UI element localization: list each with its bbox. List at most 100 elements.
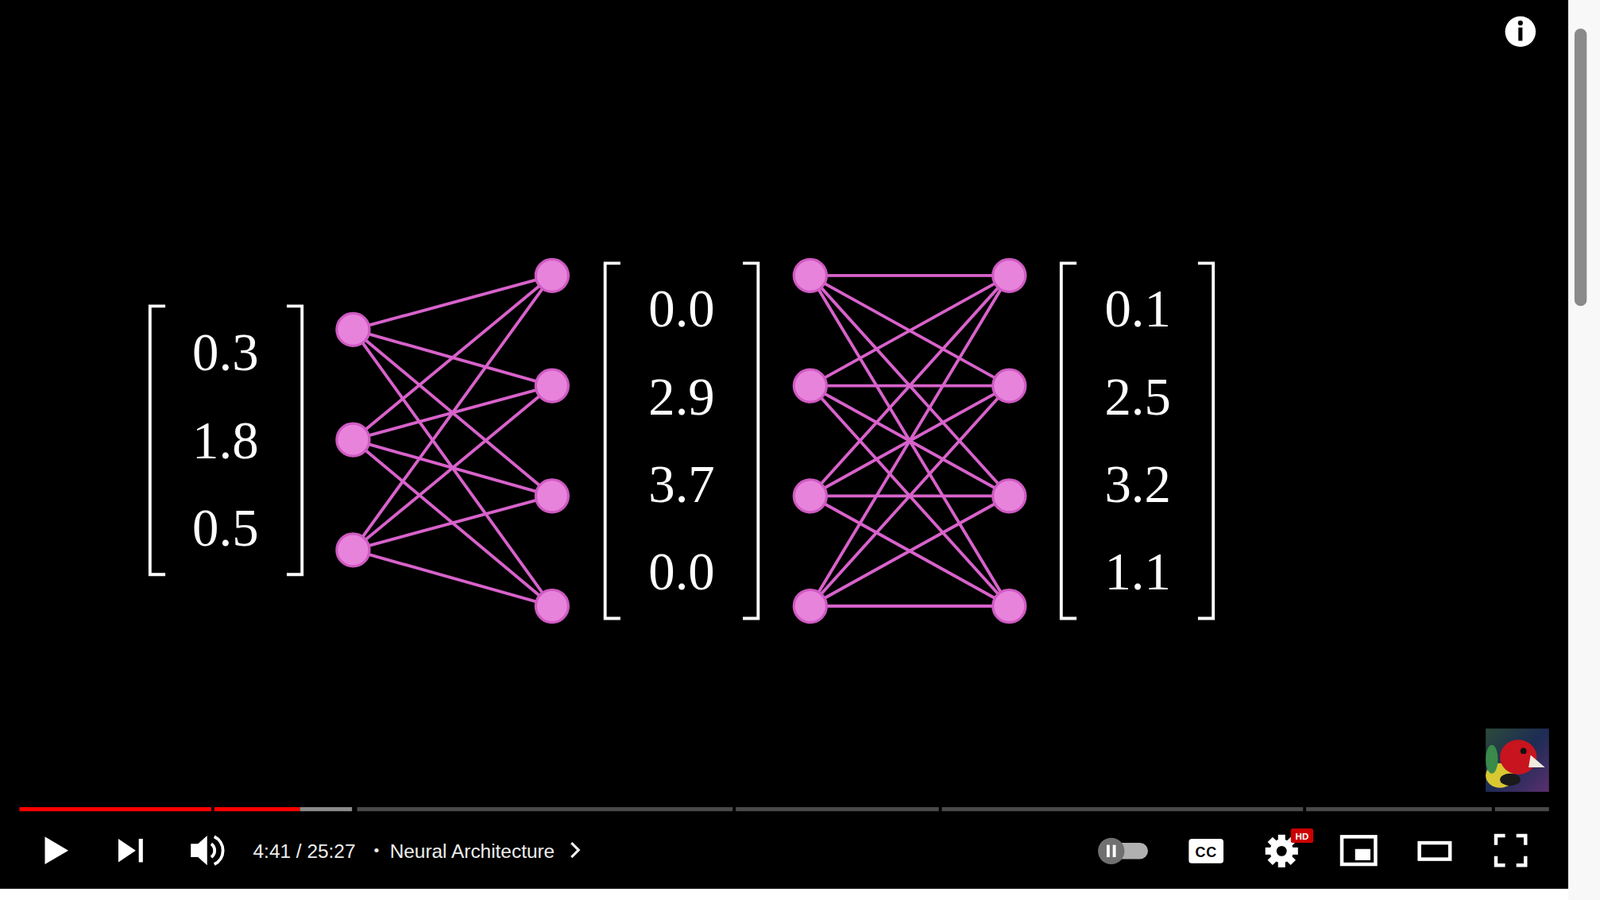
weight-line: [352, 329, 552, 607]
video-background: [0, 0, 1569, 889]
weight-line: [810, 386, 1009, 607]
hd-badge: [1290, 828, 1314, 843]
thumbnail-ground: [1485, 728, 1550, 793]
vector-value: 3.2: [1104, 458, 1171, 512]
neuron: [993, 258, 1026, 292]
bird-wing: [1485, 745, 1498, 774]
weight-line: [810, 275, 1009, 387]
weight-line: [352, 275, 552, 551]
progress-chapter: [735, 807, 940, 812]
volume-icon: [190, 835, 208, 866]
control-icons: [45, 828, 1527, 868]
vector-value: 1.8: [192, 414, 259, 468]
hd-label: HD: [1295, 831, 1310, 842]
info-stem: [1518, 27, 1523, 42]
weight-line: [352, 549, 552, 607]
progress-chapter: [942, 807, 1304, 812]
fullscreen-corner: [1495, 856, 1506, 866]
progress-chapter: [1306, 807, 1492, 812]
vector-value: 0.0: [648, 545, 715, 600]
bracket: [286, 305, 302, 575]
volume-wave: [211, 843, 215, 858]
bracket: [150, 305, 166, 575]
vector-brackets: [150, 262, 1214, 619]
info-circle: [1505, 16, 1537, 48]
chapter-chevron: [571, 842, 579, 858]
weight-line: [810, 275, 1009, 496]
weight-line: [810, 495, 1009, 607]
weight-line: [810, 495, 1009, 607]
vector-value: 0.1: [1104, 282, 1171, 337]
play-icon: [45, 836, 70, 865]
bracket: [1061, 262, 1077, 619]
vector-value: 0.3: [192, 326, 259, 380]
time-display: 4:41 / 25:27: [253, 841, 356, 861]
neuron: [535, 589, 569, 623]
progress-bar: [19, 807, 1549, 812]
weight-line: [352, 440, 552, 607]
neuron: [535, 369, 569, 402]
weight-line: [810, 275, 1009, 496]
bird-beak: [1528, 755, 1546, 768]
weight-line: [810, 274, 1009, 278]
chapter-title: Neural Architecture: [390, 841, 556, 861]
autoplay-pause: [1113, 845, 1117, 858]
progress-chapter: [357, 807, 734, 812]
weight-line: [352, 495, 552, 550]
autoplay-track: [1101, 842, 1148, 860]
channel-thumbnail: [1485, 728, 1550, 793]
neuron: [336, 533, 370, 567]
neuron: [535, 258, 569, 292]
info-dot: [1518, 20, 1523, 26]
gear-hole: [1276, 846, 1287, 857]
fullscreen-icon: [1495, 835, 1526, 866]
next-bar: [139, 838, 143, 863]
info-icon: [1505, 16, 1537, 48]
miniplayer-inner: [1355, 849, 1371, 861]
vector-value: 1.1: [1104, 545, 1171, 600]
volume-wave: [214, 836, 224, 865]
vector-value: 2.5: [1104, 370, 1171, 424]
vector-value: 3.7: [648, 458, 715, 512]
weight-line: [810, 275, 1009, 607]
neuron: [336, 313, 370, 346]
bracket: [605, 262, 621, 619]
weight-line: [810, 604, 1009, 608]
miniplayer-icon: [1341, 836, 1376, 865]
progress-buffered: [300, 807, 353, 812]
theater-icon: [1419, 842, 1451, 860]
autoplay-knob: [1097, 838, 1125, 865]
fullscreen-corner: [1516, 856, 1527, 866]
weight-line: [810, 386, 1009, 607]
weight-line: [810, 275, 1009, 607]
progress-played: [214, 807, 301, 812]
progress-played: [19, 807, 211, 812]
neuron: [793, 479, 827, 513]
neuron: [535, 479, 569, 513]
neuron: [793, 258, 827, 292]
neuron: [793, 369, 827, 402]
fullscreen-corner: [1516, 835, 1527, 846]
captions-label: CC: [1195, 844, 1218, 859]
progress-chapter: [1495, 807, 1550, 812]
scrollbar-thumb: [1574, 28, 1587, 306]
bracket: [1198, 262, 1214, 619]
weight-line: [352, 386, 552, 551]
neuron: [993, 479, 1026, 513]
neuron: [993, 589, 1026, 623]
bracket: [742, 262, 758, 619]
gear-body: [1269, 839, 1294, 864]
weight-line: [352, 275, 552, 330]
vector-value: 0.0: [648, 282, 715, 337]
vector-value: 0.5: [192, 502, 259, 556]
network-illustration: [336, 258, 1026, 623]
neuron: [793, 589, 827, 623]
weight-line: [810, 275, 1009, 387]
separator-dot: •: [374, 842, 380, 858]
next-icon: [118, 838, 136, 863]
neuron: [336, 423, 370, 457]
autoplay-pause: [1106, 845, 1110, 858]
vector-value: 2.9: [648, 370, 715, 424]
